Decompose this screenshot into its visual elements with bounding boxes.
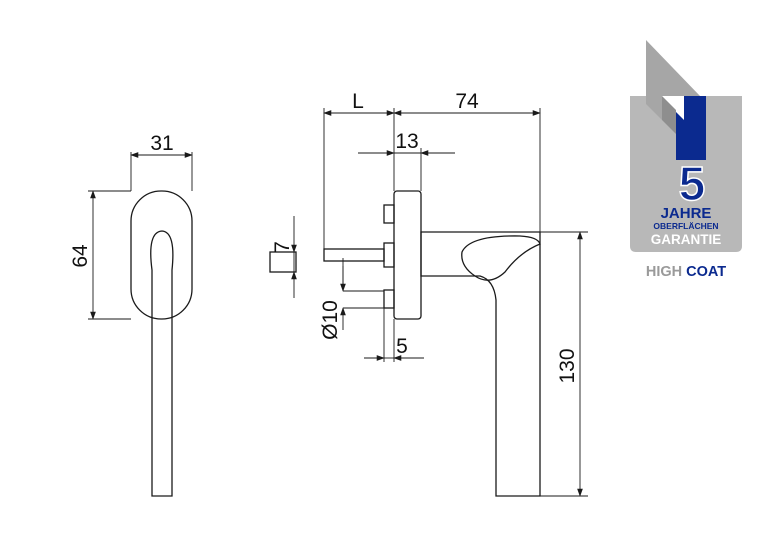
dim-31: 31 [150, 132, 173, 155]
dim-74: 74 [455, 90, 479, 113]
pin-top [383, 204, 395, 224]
side-rosette [393, 190, 422, 320]
dim-130: 130 [556, 348, 579, 383]
badge-number: 5 [679, 158, 706, 211]
dim-L: L [352, 90, 364, 113]
front-view: 31 64 [69, 132, 193, 497]
dim-64: 64 [69, 244, 92, 268]
pin-mid [383, 242, 395, 268]
side-handle [420, 231, 541, 497]
brand-coat: COAT [686, 264, 726, 280]
dim-5: 5 [396, 335, 408, 358]
badge-blue-bar [684, 96, 706, 160]
spindle-end [269, 251, 297, 273]
badge-jahre: JAHRE [661, 205, 712, 222]
handle-grip [461, 235, 541, 281]
side-view: L 74 13 7 Ø10 5 130 [269, 90, 588, 497]
spindle [323, 248, 385, 262]
dim-13: 13 [395, 130, 418, 153]
badge-slant [646, 40, 700, 120]
front-handle [150, 230, 174, 497]
badge-background [630, 96, 742, 252]
badge-garantie: GARANTIE [651, 232, 722, 247]
dim-7: 7 [271, 241, 294, 253]
badge-oberflaechen: OBERFLÄCHEN [653, 221, 718, 231]
dim-d10: Ø10 [319, 300, 342, 340]
front-rosette [130, 190, 193, 320]
pin-bottom [383, 289, 395, 309]
brand-high: HIGH [646, 264, 682, 280]
